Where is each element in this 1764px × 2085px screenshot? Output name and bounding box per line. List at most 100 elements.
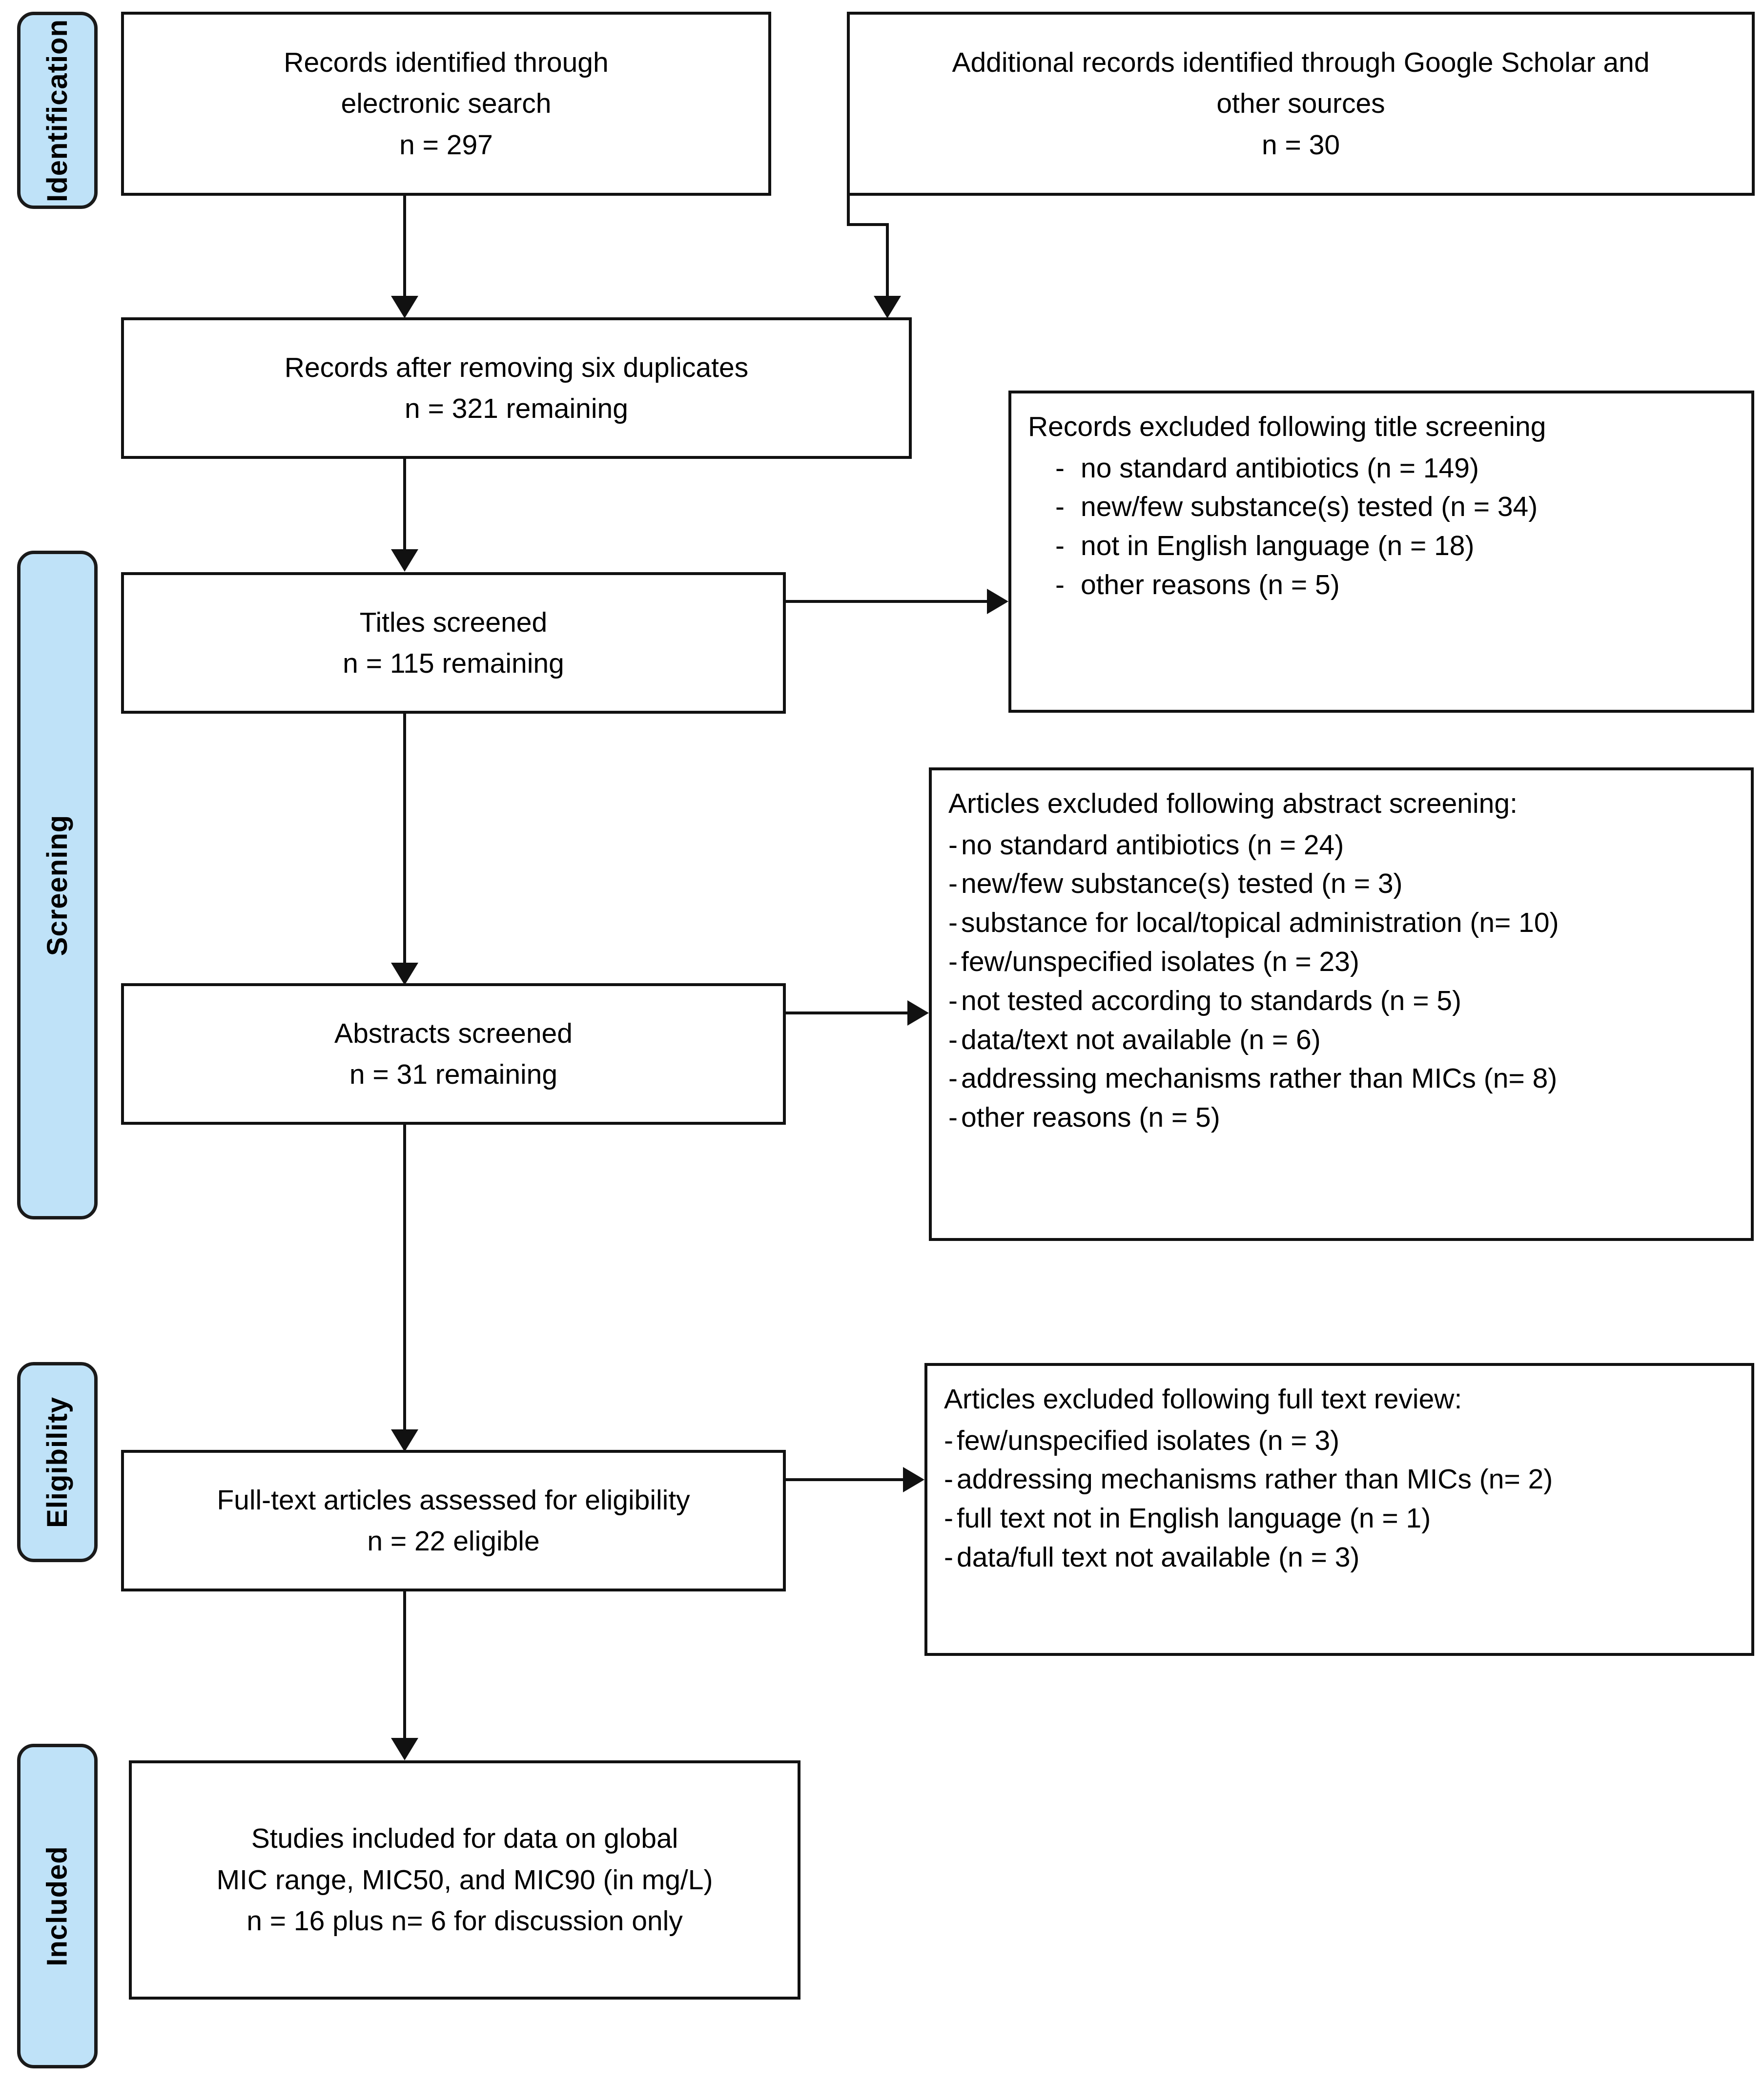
bullet-marker: - (944, 1541, 953, 1573)
box-articles-excluded-abstract-screening: Articles excluded following abstract scr… (929, 767, 1754, 1241)
connector-additional-down-a (847, 196, 850, 226)
exclusion-item-text: not in English language (n = 18) (1081, 530, 1475, 562)
arrowhead-titles-to-exclusions (987, 589, 1008, 614)
box-line: Abstracts screened (334, 1017, 573, 1049)
box-line: Studies included for data on global (251, 1823, 678, 1855)
box-line: n = 16 plus n= 6 for discussion only (246, 1905, 683, 1937)
box-line: n = 22 eligible (367, 1526, 540, 1557)
stage-label-screening: Screening (41, 814, 73, 956)
box-records-identified-additional: Additional records identified through Go… (847, 12, 1755, 196)
bullet-marker: - (944, 1503, 953, 1534)
stage-label-included: Included (41, 1846, 73, 1966)
arrowhead-electronic-to-dedup (391, 296, 418, 318)
exclusion-item: - data/full text not available (n = 3) (944, 1538, 1737, 1577)
arrowhead-titles-to-abstracts (391, 963, 418, 985)
stage-bar-included: Included (17, 1744, 98, 2068)
exclusion-item: - other reasons (n = 5) (948, 1098, 1736, 1137)
connector-abstracts-to-exclusions (786, 1012, 908, 1014)
box-line: Records identified through (284, 46, 609, 78)
bullet-marker: - (948, 829, 958, 861)
exclusion-heading: Articles excluded following full text re… (944, 1383, 1462, 1415)
exclusion-item: - substance for local/topical administra… (948, 904, 1736, 943)
box-abstracts-screened: Abstracts screened n = 31 remaining (121, 983, 786, 1125)
exclusion-item-text: few/unspecified isolates (n = 23) (961, 946, 1359, 977)
box-line: other sources (1216, 88, 1385, 120)
box-records-identified-electronic: Records identified through electronic se… (121, 12, 771, 196)
bullet-marker: - (948, 985, 958, 1016)
box-line: n = 115 remaining (343, 648, 564, 679)
arrowhead-fulltext-to-exclusions (903, 1467, 924, 1492)
exclusion-item-text: data/full text not available (n = 3) (957, 1541, 1360, 1573)
exclusion-item: - few/unspecified isolates (n = 3) (944, 1422, 1737, 1461)
box-line: n = 30 (1261, 129, 1340, 161)
bullet-marker: - (944, 1464, 953, 1495)
exclusion-item-text: new/few substance(s) tested (n = 3) (961, 868, 1403, 900)
exclusion-item: - new/few substance(s) tested (n = 34) (1028, 488, 1737, 527)
exclusion-item: - other reasons (n = 5) (1028, 566, 1737, 605)
exclusion-item-text: other reasons (n = 5) (961, 1102, 1220, 1134)
exclusion-item: - few/unspecified isolates (n = 23) (948, 943, 1736, 982)
exclusion-item-text: substance for local/topical administrati… (961, 907, 1559, 939)
box-studies-included: Studies included for data on global MIC … (129, 1760, 800, 2000)
box-line: electronic search (341, 88, 552, 120)
stage-bar-identification: Identification (17, 12, 98, 209)
box-line: n = 31 remaining (349, 1059, 558, 1090)
arrowhead-abstracts-to-exclusions (907, 1000, 929, 1026)
connector-additional-down-b (886, 223, 889, 298)
connector-titles-to-abstracts (403, 714, 406, 963)
exclusion-item: - addressing mechanisms rather than MICs… (944, 1460, 1737, 1499)
exclusion-item-text: addressing mechanisms rather than MICs (… (961, 1063, 1558, 1094)
exclusion-item: - full text not in English language (n =… (944, 1499, 1737, 1538)
exclusion-item-text: data/text not available (n = 6) (961, 1024, 1321, 1055)
box-titles-screened: Titles screened n = 115 remaining (121, 572, 786, 714)
exclusion-item-text: no standard antibiotics (n = 24) (961, 829, 1344, 861)
box-articles-excluded-fulltext-review: Articles excluded following full text re… (924, 1363, 1754, 1656)
exclusion-heading: Records excluded following title screeni… (1028, 411, 1546, 442)
exclusion-item: - new/few substance(s) tested (n = 3) (948, 865, 1736, 904)
connector-electronic-to-dedup (403, 196, 406, 296)
bullet-marker: - (948, 1024, 958, 1055)
exclusion-item: - not tested according to standards (n =… (948, 982, 1736, 1021)
bullet-marker: - (948, 1063, 958, 1094)
connector-additional-across (847, 223, 889, 226)
stage-bar-screening: Screening (17, 551, 98, 1219)
bullet-marker: - (948, 1102, 958, 1134)
box-line: Titles screened (359, 606, 548, 638)
exclusion-item: - not in English language (n = 18) (1028, 527, 1737, 566)
bullet-marker: - (1055, 569, 1065, 600)
bullet-marker: - (944, 1424, 953, 1456)
bullet-marker: - (1055, 452, 1065, 484)
box-line: Additional records identified through Go… (952, 46, 1650, 78)
exclusion-item: - no standard antibiotics (n = 24) (948, 826, 1736, 865)
exclusion-item-text: full text not in English language (n = 1… (957, 1503, 1431, 1534)
connector-fulltext-to-exclusions (786, 1478, 903, 1481)
connector-titles-to-exclusions (786, 600, 987, 603)
bullet-marker: - (948, 907, 958, 939)
exclusion-item-text: addressing mechanisms rather than MICs (… (957, 1464, 1553, 1495)
stage-label-eligibility: Eligibility (41, 1396, 73, 1528)
exclusion-item-text: no standard antibiotics (n = 149) (1081, 452, 1479, 484)
bullet-marker: - (948, 868, 958, 900)
box-line: Full-text articles assessed for eligibil… (217, 1484, 690, 1516)
stage-label-identification: Identification (41, 19, 74, 202)
connector-fulltext-to-included (403, 1591, 406, 1738)
exclusion-item: - data/text not available (n = 6) (948, 1021, 1736, 1060)
exclusion-item-text: new/few substance(s) tested (n = 34) (1081, 491, 1538, 523)
arrowhead-abstracts-to-fulltext (391, 1429, 418, 1452)
stage-bar-eligibility: Eligibility (17, 1362, 98, 1562)
exclusion-item-text: few/unspecified isolates (n = 3) (957, 1424, 1340, 1456)
box-line: n = 297 (399, 129, 493, 161)
connector-dedup-to-titles (403, 459, 406, 549)
exclusion-item: - addressing mechanisms rather than MICs… (948, 1059, 1736, 1098)
box-records-excluded-title-screening: Records excluded following title screeni… (1008, 391, 1754, 713)
arrowhead-dedup-to-titles (391, 549, 418, 572)
arrowhead-fulltext-to-included (391, 1738, 418, 1760)
bullet-marker: - (1055, 530, 1065, 562)
arrowhead-additional-to-dedup (874, 296, 901, 318)
exclusion-heading: Articles excluded following abstract scr… (948, 788, 1518, 819)
exclusion-item-text: not tested according to standards (n = 5… (961, 985, 1462, 1016)
box-line: Records after removing six duplicates (284, 351, 749, 383)
box-line: n = 321 remaining (405, 393, 628, 424)
exclusion-item-text: other reasons (n = 5) (1081, 569, 1340, 600)
